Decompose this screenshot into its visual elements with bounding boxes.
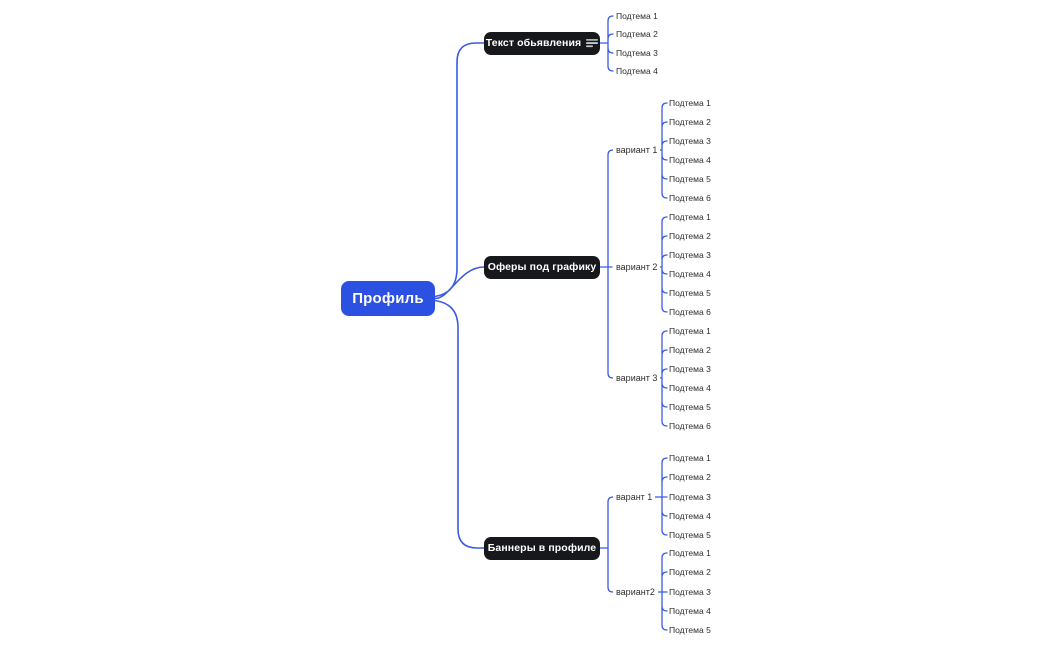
variant-node[interactable]: вариант2 — [613, 585, 658, 599]
subtopic-node[interactable]: Подтема 6 — [669, 421, 711, 431]
variant-node[interactable]: вариант 1 — [613, 143, 661, 157]
subtopic-node[interactable]: Подтема 2 — [669, 345, 711, 355]
subtopic-node[interactable]: Подтема 4 — [669, 383, 711, 393]
notes-icon[interactable] — [586, 38, 599, 48]
subtopic-node[interactable]: Подтема 4 — [669, 269, 711, 279]
branch-node-label: Оферы под графику — [487, 261, 597, 273]
subtopic-node[interactable]: Подтема 2 — [669, 231, 711, 241]
subtopic-node[interactable]: Подтема 1 — [669, 212, 711, 222]
branch-node[interactable]: Оферы под графику — [484, 255, 600, 279]
subtopic-node[interactable]: Подтема 5 — [669, 402, 711, 412]
subtopic-node[interactable]: Подтема 6 — [669, 307, 711, 317]
subtopic-node[interactable]: Подтема 1 — [669, 548, 711, 558]
variant-node[interactable]: варант 1 — [613, 490, 656, 504]
subtopic-node[interactable]: Подтема 5 — [669, 530, 711, 540]
subtopic-node[interactable]: Подтема 2 — [669, 472, 711, 482]
subtopic-node[interactable]: Подтема 2 — [616, 29, 658, 39]
subtopic-node[interactable]: Подтема 3 — [669, 587, 711, 597]
root-node[interactable]: Профиль — [341, 281, 435, 316]
subtopic-node[interactable]: Подтема 2 — [669, 567, 711, 577]
subtopic-node[interactable]: Подтема 1 — [669, 326, 711, 336]
subtopic-node[interactable]: Подтема 1 — [616, 11, 658, 21]
subtopic-node[interactable]: Подтема 5 — [669, 174, 711, 184]
branch-node[interactable]: Баннеры в профиле — [484, 536, 600, 560]
subtopic-node[interactable]: Подтема 1 — [669, 98, 711, 108]
variant-node[interactable]: вариант 2 — [613, 260, 661, 274]
subtopic-node[interactable]: Подтема 3 — [669, 136, 711, 146]
subtopic-node[interactable]: Подтема 4 — [669, 511, 711, 521]
variant-node[interactable]: вариант 3 — [613, 371, 661, 385]
subtopic-node[interactable]: Подтема 4 — [669, 606, 711, 616]
subtopic-node[interactable]: Подтема 3 — [669, 492, 711, 502]
subtopic-node[interactable]: Подтема 5 — [669, 288, 711, 298]
branch-node[interactable]: Текст обьявления — [484, 31, 600, 55]
subtopic-node[interactable]: Подтема 4 — [616, 66, 658, 76]
subtopic-node[interactable]: Подтема 2 — [669, 117, 711, 127]
subtopic-node[interactable]: Подтема 3 — [669, 364, 711, 374]
subtopic-node[interactable]: Подтема 5 — [669, 625, 711, 635]
subtopic-node[interactable]: Подтема 6 — [669, 193, 711, 203]
subtopic-node[interactable]: Подтема 3 — [669, 250, 711, 260]
subtopic-node[interactable]: Подтема 4 — [669, 155, 711, 165]
subtopic-node[interactable]: Подтема 1 — [669, 453, 711, 463]
branch-node-label: Баннеры в профиле — [487, 542, 597, 554]
subtopic-node[interactable]: Подтема 3 — [616, 48, 658, 58]
branch-node-label: Текст обьявления — [485, 37, 582, 49]
